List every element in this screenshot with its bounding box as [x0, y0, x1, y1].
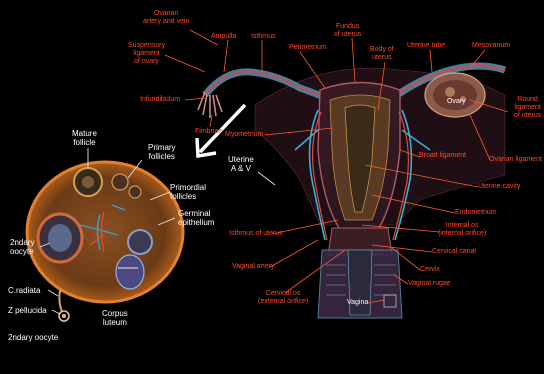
label-endometrium: Endometrium — [455, 209, 497, 217]
label-cervical-canal: Cervical canal — [432, 248, 476, 256]
label-vaginal-rugae: Vaginal rugae — [408, 280, 451, 288]
label-uterine-tube: Uterine tube — [407, 42, 445, 50]
label-cervix: Cervix — [420, 266, 440, 274]
label-internal-os: Internal os (internal orifice) — [438, 222, 486, 238]
label-corpus-luteum: Corpus luteum — [102, 309, 128, 327]
fimbriae-drawing — [198, 92, 222, 118]
label-primordial-follicles: Primordial follicles — [170, 183, 206, 201]
label-fundus-of-uterus: Fundus of uterus — [334, 23, 361, 39]
label-secondary-oocyte-left: 2ndary oocyte — [10, 238, 34, 256]
ovary-section-drawing — [27, 162, 183, 321]
label-suspensory-ligament: Suspensory ligament of ovary — [128, 42, 165, 66]
label-broad-ligament: Broad ligament — [419, 152, 466, 160]
label-isthmus: Isthmus — [251, 33, 276, 41]
label-ovarian-ligament: Ovarian ligament — [489, 156, 542, 164]
label-isthmus-of-uterus: Isthmus of uterus — [229, 230, 283, 238]
label-vagina: Vagina — [347, 299, 368, 307]
label-uterine-a-v: Uterine A & V — [228, 155, 254, 173]
label-infundibulum: Infundibulum — [140, 96, 180, 104]
label-ampulla: Ampulla — [211, 33, 236, 41]
label-uterine-cavity: Uterine cavity — [478, 183, 520, 191]
label-ovarian-artery-vein: Ovarian artery and vein — [143, 10, 189, 26]
label-z-pellucida: Z pellucida — [8, 306, 47, 315]
label-perimetrium: Perimetrium — [289, 44, 327, 52]
label-vaginal-artery: Vaginal artery — [232, 263, 275, 271]
label-myometrium: Myometrium — [225, 131, 264, 139]
label-secondary-oocyte-bottom: 2ndary oocyte — [8, 333, 58, 342]
label-primary-follicles: Primary follicles — [148, 143, 176, 161]
label-germinal-epithelium: Germinal epithelium — [178, 209, 214, 227]
label-mesovarium: Mesovarium — [472, 42, 510, 50]
label-ovary: Ovary — [447, 98, 466, 106]
label-c-radiata: C.radiata — [8, 286, 40, 295]
label-round-ligament: Round ligament of uterus — [514, 96, 541, 120]
label-cervical-os: Cervical os (external orifice) — [258, 290, 308, 306]
label-fimbriae: Fimbriae — [195, 128, 222, 136]
label-body-of-uterus: Body of uterus — [370, 46, 394, 62]
label-mature-follicle: Mature follicle — [72, 129, 97, 147]
